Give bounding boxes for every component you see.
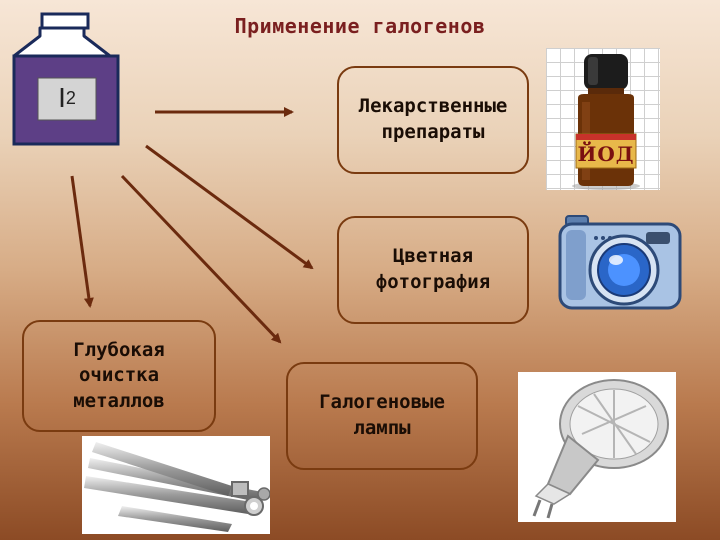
iodine-bottle-picture: ЙОД bbox=[546, 48, 660, 190]
metal-bars-picture bbox=[82, 436, 271, 534]
arrow-to-photography bbox=[145, 144, 314, 270]
reagent-bottle-icon bbox=[12, 12, 120, 146]
iodine-label-text: ЙОД bbox=[577, 142, 635, 166]
halogen-lamp-icon bbox=[532, 379, 669, 519]
arrow-to-lamps bbox=[120, 174, 282, 344]
metal-bars-icon bbox=[84, 442, 271, 532]
iodine-bottle-icon bbox=[572, 54, 640, 190]
use-box-medicine: Лекарственные препараты bbox=[337, 66, 529, 174]
halogen-lamp-picture bbox=[518, 372, 676, 522]
use-box-photography: Цветная фотография bbox=[337, 216, 529, 324]
arrow-to-metals bbox=[70, 175, 94, 308]
use-box-lamps: Галогеновые лампы bbox=[286, 362, 478, 470]
page-title: Применение галогенов bbox=[234, 14, 486, 38]
use-box-metals: Глубокая очистка металлов bbox=[22, 320, 216, 432]
formula-subscript: 2 bbox=[65, 87, 76, 108]
camera-icon bbox=[558, 215, 682, 310]
formula-element: I bbox=[58, 82, 66, 113]
